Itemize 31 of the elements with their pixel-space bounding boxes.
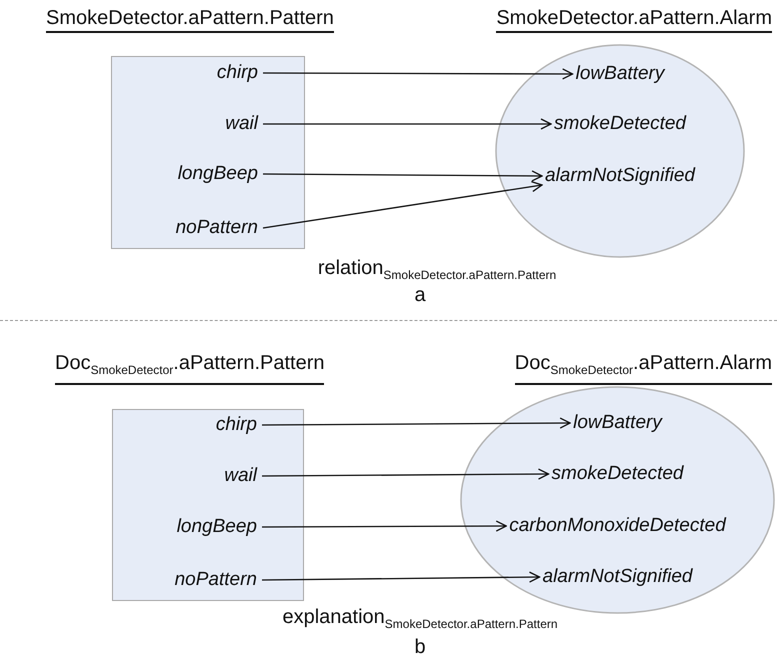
arrow (262, 417, 571, 429)
value-label: longBeep (176, 515, 257, 539)
value-label: chirp (216, 413, 257, 437)
value-label: lowBattery (576, 62, 664, 86)
arrow (263, 118, 552, 130)
set-heading: Doc$_{SmokeDetector}$.aPattern.Pattern (55, 350, 324, 385)
value-label: alarmNotSignified (545, 164, 695, 188)
value-label: smokeDetected (552, 462, 684, 486)
set-heading: SmokeDetector.aPattern.Pattern (46, 5, 334, 33)
value-label: chirp (216, 61, 258, 85)
arrow (262, 180, 543, 229)
arrow (263, 68, 574, 80)
value-label: wail (224, 464, 257, 488)
value-label: noPattern (174, 568, 257, 592)
arrow (262, 520, 507, 532)
panel-letter: b (414, 636, 426, 659)
value-label: lowBattery (573, 411, 662, 435)
set-heading: SmokeDetector.aPattern.Alarm (496, 5, 772, 33)
figure-caption: relation$_{SmokeDetector.aPattern.Pattern}$ (318, 257, 556, 282)
value-label: carbonMonoxideDetected (509, 514, 726, 538)
figure-caption: explanation$_{SmokeDetector.aPattern.Pattern}$ (282, 606, 558, 631)
value-label: wail (225, 112, 258, 136)
value-label: alarmNotSignified (542, 565, 692, 589)
set-heading: Doc$_{SmokeDetector}$.aPattern.Alarm (514, 350, 772, 385)
value-label: longBeep (178, 162, 258, 186)
arrow (263, 170, 543, 182)
panel-letter: a (414, 284, 426, 307)
arrow (262, 571, 540, 583)
value-label: noPattern (176, 216, 258, 240)
arrow (262, 468, 550, 480)
value-label: smokeDetected (554, 112, 686, 136)
